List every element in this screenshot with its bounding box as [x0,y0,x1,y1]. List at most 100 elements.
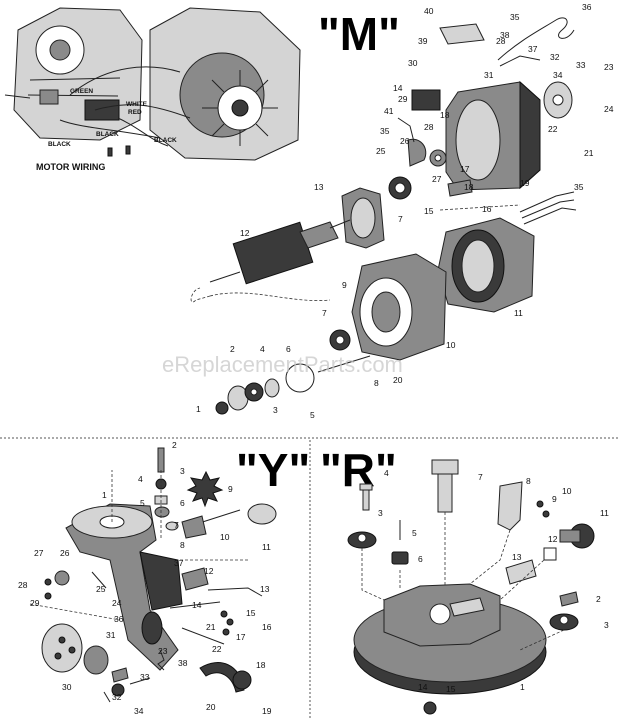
m-num-7a: 7 [398,214,403,224]
m-num-41: 41 [384,106,394,116]
wire-label-red: RED [128,109,142,116]
y-num-1: 1 [102,490,107,500]
m-num-25: 25 [376,146,386,156]
y-num-25: 25 [96,584,106,594]
y-num-18: 18 [256,660,266,670]
section-title-yoke: "Y" [236,444,310,496]
r-num-11: 11 [600,508,609,518]
m-num-14: 14 [393,83,403,93]
m-num-35a: 35 [510,12,520,22]
r-num-12: 12 [548,534,558,544]
m-num-11: 11 [514,308,523,318]
y-num-32: 32 [112,692,122,702]
y-num-4: 4 [138,474,143,484]
y-num-27: 27 [34,548,44,558]
m-num-35b: 35 [380,126,390,136]
m-num-38: 38 [500,30,510,40]
r-num-5: 5 [412,528,417,538]
r-num-3a: 3 [378,508,383,518]
y-num-6: 6 [180,498,185,508]
y-num-2: 2 [172,440,177,450]
m-num-9: 9 [342,280,347,290]
r-num-14: 14 [418,682,428,692]
m-num-4: 4 [260,344,265,354]
wire-label-black-2: BLACK [96,131,119,138]
radial-part-numbers: 1 2 3 3 4 5 6 7 8 9 10 11 12 13 14 15 [378,468,609,694]
r-num-1: 1 [520,682,525,692]
y-num-13: 13 [260,584,270,594]
m-num-30: 30 [408,58,418,68]
m-num-28a: 28 [424,122,434,132]
r-num-9: 9 [552,494,557,504]
section-title-motor: "M" [318,8,400,60]
y-num-23: 23 [158,646,168,656]
y-num-22: 22 [212,644,222,654]
y-num-29: 29 [30,598,40,608]
m-num-24: 24 [604,104,614,114]
m-num-19: 19 [520,178,530,188]
watermark: eReplacementParts.com [162,352,403,377]
m-num-34: 34 [553,70,563,80]
m-num-40: 40 [424,6,434,16]
r-num-4: 4 [384,468,389,478]
wire-label-green: GREEN [70,88,93,95]
yoke-part-numbers: 1 2 3 4 5 6 7 8 9 10 11 12 13 14 15 16 1… [18,440,272,716]
wire-label-black-3: BLACK [154,137,177,144]
y-num-38: 38 [178,658,188,668]
y-num-3: 3 [180,466,185,476]
y-num-7: 7 [174,520,179,530]
r-num-6: 6 [418,554,423,564]
m-num-5: 5 [310,410,315,420]
y-num-16: 16 [262,622,272,632]
y-num-11: 11 [262,542,271,552]
m-num-2: 2 [230,344,235,354]
y-num-36: 36 [114,614,124,624]
y-num-15: 15 [246,608,256,618]
y-num-17: 17 [236,632,246,642]
m-num-26: 26 [400,136,410,146]
r-num-3b: 3 [604,620,609,630]
motor-wiring-caption: MOTOR WIRING [36,162,105,172]
y-num-5: 5 [140,498,145,508]
motor-wiring-illustration: GREEN WHITE RED BLACK BLACK BLACK MOTOR … [4,7,301,172]
m-num-6: 6 [286,344,291,354]
m-num-35c: 35 [574,182,584,192]
m-num-10: 10 [446,340,456,350]
y-num-14: 14 [192,600,202,610]
section-title-radial: "R" [320,444,397,496]
m-num-1: 1 [196,404,201,414]
wire-label-black-1: BLACK [48,141,71,148]
y-num-33: 33 [140,672,150,682]
motor-exploded-view [190,17,577,415]
m-num-7b: 7 [322,308,327,318]
y-num-10: 10 [220,532,230,542]
wire-label-white: WHITE [126,101,148,108]
r-num-15: 15 [446,684,456,694]
y-num-9: 9 [228,484,233,494]
m-num-18a: 18 [440,110,450,120]
y-num-34: 34 [134,706,144,716]
m-num-21: 21 [584,148,594,158]
y-num-37: 37 [174,558,184,568]
m-num-12: 12 [240,228,250,238]
y-num-28: 28 [18,580,28,590]
m-num-28b: 28 [496,36,506,46]
m-num-33: 33 [576,60,586,70]
motor-part-numbers: 1 2 3 4 5 6 7 7 8 9 10 11 12 13 14 15 16… [196,2,614,420]
m-num-8: 8 [374,378,379,388]
m-num-29: 29 [398,94,408,104]
y-num-20: 20 [206,702,216,712]
r-num-7: 7 [478,472,483,482]
m-num-31: 31 [484,70,494,80]
y-num-12: 12 [204,566,214,576]
radial-exploded-view [347,459,595,715]
y-num-31: 31 [106,630,116,640]
r-num-10: 10 [562,486,572,496]
m-num-15: 15 [424,206,434,216]
y-num-24: 24 [112,598,122,608]
r-num-8: 8 [526,476,531,486]
m-num-32: 32 [550,52,560,62]
y-num-26: 26 [60,548,70,558]
m-num-27: 27 [432,174,442,184]
